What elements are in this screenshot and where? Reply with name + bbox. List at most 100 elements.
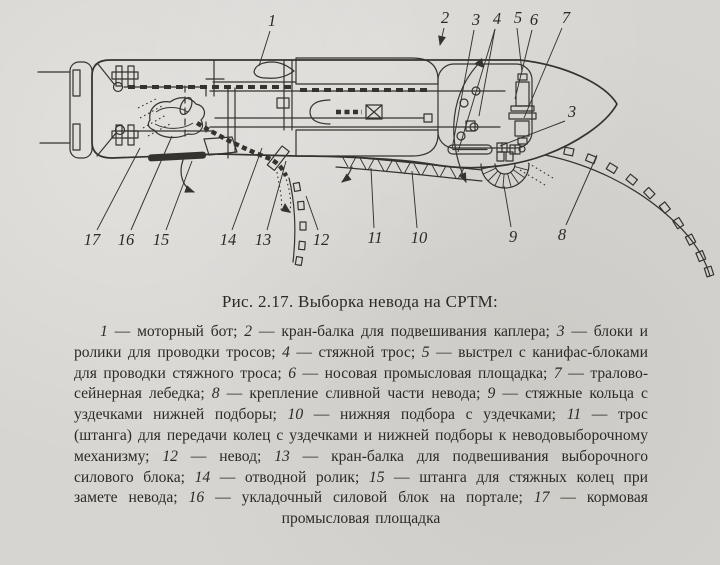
- legend-item-number: 9: [487, 385, 496, 403]
- bow-platform: [437, 63, 537, 155]
- callout-number: 11: [367, 228, 382, 247]
- callout-number: 2: [441, 8, 449, 27]
- callout-leader: [231, 147, 263, 231]
- legend-item-number: 2: [244, 323, 253, 340]
- bollard: [111, 65, 139, 87]
- figure-legend: 1 — моторный бот; 2 — кран-балка для под…: [74, 322, 648, 530]
- net-pile: [137, 97, 206, 139]
- legend-item: 14 — отводной ролик;: [194, 468, 369, 486]
- callout-number: 6: [530, 10, 539, 29]
- callout-leader: [305, 195, 319, 231]
- stern-deck-equipment: [96, 63, 238, 162]
- legend-item: 8 — крепление сливной части невода;: [211, 385, 488, 403]
- callout-number: 13: [255, 230, 272, 249]
- legend-item: 12 — невод;: [162, 447, 275, 465]
- ring-bar: [148, 151, 207, 162]
- roller: [456, 131, 466, 141]
- capstan: [365, 104, 383, 120]
- callout-number: 5: [514, 8, 522, 27]
- callout-number: 4: [493, 9, 501, 28]
- callout-leader: [523, 27, 563, 119]
- footrope-band: [335, 155, 483, 182]
- callout-leader: [438, 27, 446, 46]
- callout-leader: [130, 135, 173, 231]
- legend-item: 2 — кран-балка для подвешивания каплера;: [244, 323, 557, 340]
- callout-number: 7: [562, 8, 571, 27]
- legend-item-number: 8: [211, 385, 220, 403]
- legend-item: 6 — носовая промысловая площадка;: [288, 364, 554, 382]
- legend-item: 3 — блоки и ролики для проводки тросов;: [74, 323, 648, 361]
- legend-item-number: 7: [553, 364, 562, 382]
- callout-number: 10: [411, 228, 428, 247]
- legend-item-number: 1: [100, 323, 108, 340]
- callout-number: 9: [509, 227, 517, 246]
- davit-13: [266, 145, 290, 172]
- legend-item: 1 — моторный бот;: [100, 323, 245, 340]
- figure-caption: Рис. 2.17. Выборка невода на СРТМ:: [221, 292, 499, 311]
- callout-number: 12: [313, 230, 330, 249]
- superstructure: [205, 57, 439, 157]
- callout-leader: [516, 27, 523, 73]
- seine-net: [544, 146, 715, 278]
- legend-item-number: 5: [421, 343, 430, 361]
- stowing-power-block: [179, 96, 193, 116]
- net-overboard-midship: [195, 121, 307, 267]
- guide-block: [471, 86, 481, 96]
- callout-leader: [503, 185, 512, 228]
- callout-leader: [266, 160, 287, 231]
- legend-item: 7 — тралово-сейнерная лебедка;: [74, 364, 649, 403]
- callout-number: 17: [84, 230, 101, 249]
- callout-leader: [411, 170, 418, 229]
- legend-item: 17 — кормовая промысловая площадка: [281, 489, 648, 528]
- legend-item: 13 — кран-балка для подвешивания выбороч…: [74, 447, 648, 486]
- legend-item-number: 4: [282, 343, 290, 361]
- callout-leader: [258, 30, 271, 67]
- legend-item: 11 — трос (штанга) для передачи колец с …: [74, 406, 648, 465]
- callout-leader: [96, 147, 141, 231]
- motion-arrowhead: [281, 203, 291, 213]
- callout-leader: [451, 29, 475, 150]
- callout-number: 16: [118, 230, 135, 249]
- legend-item-number: 16: [188, 489, 205, 507]
- legend-item: 10 — нижняя подбора с уздечками;: [287, 406, 567, 424]
- legend-item-number: 17: [533, 489, 550, 507]
- slotted-bar: [447, 144, 493, 155]
- callout-number: 14: [220, 230, 237, 249]
- legend-item: 4 — стяжной трос;: [282, 343, 422, 361]
- legend-item: 9 — стяжные кольца с уздечками нижней по…: [74, 385, 648, 424]
- fairlead-roller: [112, 81, 124, 93]
- legend-item: 5 — выстрел с канифас-блоками для провод…: [74, 343, 648, 382]
- legend-item-number: 10: [287, 406, 304, 424]
- legend-item-number: 13: [274, 447, 290, 465]
- legend-item-number: 12: [162, 447, 178, 465]
- callout-number: 15: [153, 230, 170, 249]
- legend-item-number: 11: [566, 406, 582, 424]
- callout-leader: [457, 28, 496, 153]
- vessel-hull: [37, 59, 618, 169]
- ring-fan: [480, 151, 554, 189]
- callout-number: 8: [558, 225, 567, 244]
- legend-item-number: 14: [194, 468, 211, 486]
- trawl-seine-winch: [508, 73, 537, 153]
- motion-arrows: [180, 58, 484, 193]
- hook: [309, 99, 331, 125]
- callout-leader: [165, 160, 193, 231]
- roller: [459, 98, 469, 108]
- callout-leader: [478, 28, 496, 117]
- callout-number: 3: [471, 10, 480, 29]
- legend-item-number: 3: [556, 323, 565, 340]
- legend-item-number: 6: [288, 364, 296, 382]
- callout-leader: [370, 167, 375, 229]
- legend-item: 16 — укладочный силовой блок на портале;: [188, 489, 534, 507]
- legend-item-number: 15: [368, 468, 385, 486]
- callout-number: 3: [567, 102, 576, 121]
- callout-leader: [565, 154, 598, 226]
- stern-transom: [37, 61, 93, 159]
- stern-ramp: [203, 136, 238, 156]
- callout-leader: [514, 29, 533, 100]
- callout-number: 1: [268, 11, 276, 30]
- motor-boat: [253, 61, 295, 79]
